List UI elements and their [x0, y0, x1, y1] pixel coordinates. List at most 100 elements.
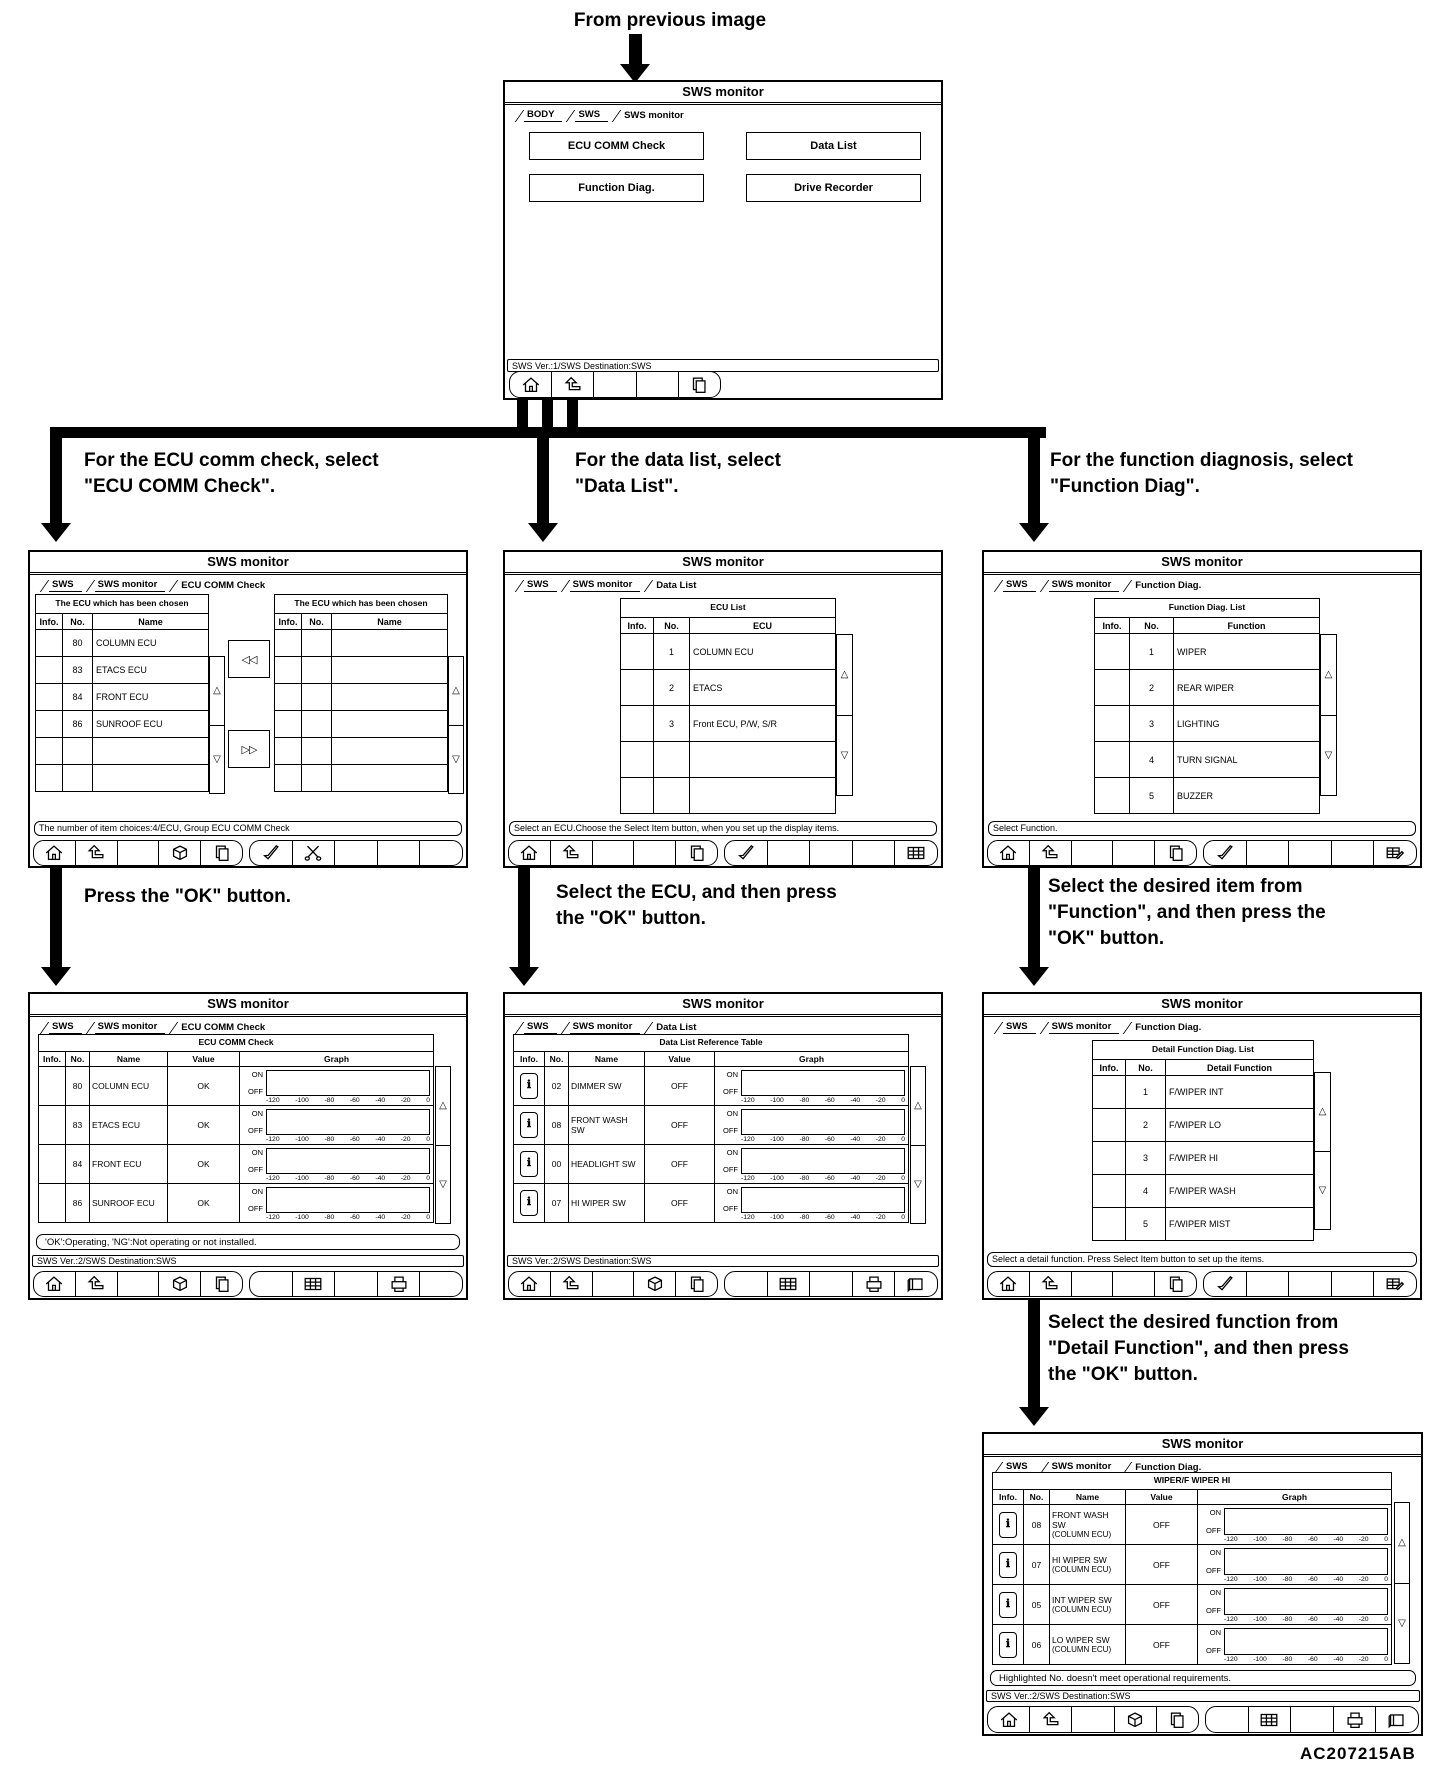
toolbar-page-button[interactable] [675, 1272, 717, 1296]
scroll-down-button[interactable]: ▽ [1394, 1583, 1410, 1664]
toolbar-check-button[interactable] [1204, 841, 1246, 865]
info-icon[interactable]: ℹ [520, 1073, 538, 1099]
toolbar-printer-button[interactable] [376, 1272, 420, 1296]
breadcrumb-tab[interactable]: Function Diag. [1135, 1462, 1202, 1473]
toolbar-home-button[interactable] [510, 372, 551, 397]
transfer-right-button[interactable]: ▷▷ [228, 730, 270, 768]
toolbar-home-button[interactable] [988, 841, 1029, 865]
toolbar-cube-button[interactable] [633, 1272, 675, 1296]
toolbar-page-button[interactable] [200, 1272, 242, 1296]
breadcrumb-tab[interactable]: SWS [1003, 579, 1036, 592]
toolbar-page-button[interactable] [1154, 1272, 1196, 1296]
scroll-up-button[interactable]: △ [435, 1066, 451, 1146]
breadcrumb-tab[interactable]: SWS [524, 579, 557, 592]
list-row[interactable] [275, 710, 447, 737]
list-row[interactable] [275, 764, 447, 791]
toolbar-table-button[interactable] [894, 841, 937, 865]
list-row[interactable] [36, 764, 208, 791]
ecu-comm-check-button[interactable]: ECU COMM Check [529, 132, 704, 160]
toolbar-home-button[interactable] [34, 1272, 75, 1296]
breadcrumb-tab[interactable]: SWS monitor [569, 1021, 641, 1034]
breadcrumb-tab[interactable]: Function Diag. [1135, 1022, 1202, 1033]
list-row[interactable] [275, 737, 447, 764]
toolbar-home-button[interactable] [509, 841, 550, 865]
list-row[interactable] [621, 741, 835, 777]
breadcrumb-tab[interactable]: BODY [524, 109, 563, 122]
breadcrumb-tab[interactable]: Function Diag. [1135, 580, 1202, 591]
scroll-down-button[interactable]: ▽ [435, 1145, 451, 1224]
breadcrumb-tab[interactable]: SWS monitor [624, 110, 684, 121]
toolbar-return-button[interactable] [1028, 1272, 1071, 1296]
info-icon[interactable]: ℹ [520, 1151, 538, 1177]
scroll-down-button[interactable]: ▽ [910, 1145, 926, 1224]
toolbar-home-button[interactable] [509, 1272, 550, 1296]
info-icon[interactable]: ℹ [999, 1591, 1017, 1618]
transfer-left-button[interactable]: ◁◁ [228, 640, 270, 678]
breadcrumb-tab[interactable]: SWS monitor [569, 579, 641, 592]
scroll-up-button[interactable]: △ [448, 656, 464, 726]
breadcrumb-tab[interactable]: SWS [575, 109, 609, 122]
list-row[interactable] [275, 683, 447, 710]
breadcrumb-tab[interactable]: SWS [49, 1021, 82, 1034]
info-icon[interactable]: ℹ [999, 1511, 1017, 1538]
toolbar-return-button[interactable] [1029, 1707, 1071, 1732]
toolbar-home-button[interactable] [34, 841, 75, 865]
info-icon[interactable]: ℹ [999, 1631, 1017, 1658]
toolbar-printer-button[interactable] [1332, 1707, 1376, 1732]
scroll-up-button[interactable]: △ [910, 1066, 926, 1146]
toolbar-check-button[interactable] [725, 841, 767, 865]
info-icon[interactable]: ℹ [520, 1190, 538, 1216]
breadcrumb-tab[interactable]: Data List [656, 1022, 697, 1033]
toolbar-table-button[interactable] [1247, 1707, 1291, 1732]
breadcrumb-tab[interactable]: SWS monitor [1048, 1021, 1120, 1034]
scroll-up-button[interactable]: △ [209, 656, 225, 726]
breadcrumb-tab[interactable]: ECU COMM Check [181, 1022, 266, 1033]
toolbar-home-button[interactable] [988, 1707, 1029, 1732]
toolbar-return-button[interactable] [551, 372, 593, 397]
toolbar-return-button[interactable] [549, 841, 592, 865]
breadcrumb-tab[interactable]: Data List [656, 580, 697, 591]
scroll-down-button[interactable]: ▽ [1314, 1151, 1331, 1230]
toolbar-recorder-button[interactable] [894, 1272, 937, 1296]
toolbar-cube-button[interactable] [1113, 1707, 1156, 1732]
toolbar-page-button[interactable] [675, 841, 717, 865]
list-row[interactable] [275, 656, 447, 683]
list-row[interactable] [275, 629, 447, 656]
toolbar-select-item-button[interactable] [1373, 841, 1416, 865]
drive-recorder-button[interactable]: Drive Recorder [746, 174, 921, 202]
toolbar-cube-button[interactable] [158, 841, 200, 865]
toolbar-page-button[interactable] [1155, 1707, 1198, 1732]
toolbar-return-button[interactable] [549, 1272, 592, 1296]
list-row[interactable] [36, 737, 208, 764]
toolbar-check-button[interactable] [1204, 1272, 1246, 1296]
toolbar-return-button[interactable] [74, 1272, 117, 1296]
toolbar-table-button[interactable] [291, 1272, 335, 1296]
toolbar-home-button[interactable] [988, 1272, 1029, 1296]
toolbar-page-button[interactable] [677, 372, 720, 397]
toolbar-return-button[interactable] [1028, 841, 1071, 865]
toolbar-recorder-button[interactable] [1375, 1707, 1418, 1732]
scroll-down-button[interactable]: ▽ [836, 715, 853, 796]
breadcrumb-tab[interactable]: SWS monitor [1048, 579, 1120, 592]
info-icon[interactable]: ℹ [999, 1551, 1017, 1578]
breadcrumb-tab[interactable]: SWS [49, 579, 82, 592]
toolbar-scissors-button[interactable] [291, 841, 335, 865]
toolbar-page-button[interactable] [200, 841, 242, 865]
